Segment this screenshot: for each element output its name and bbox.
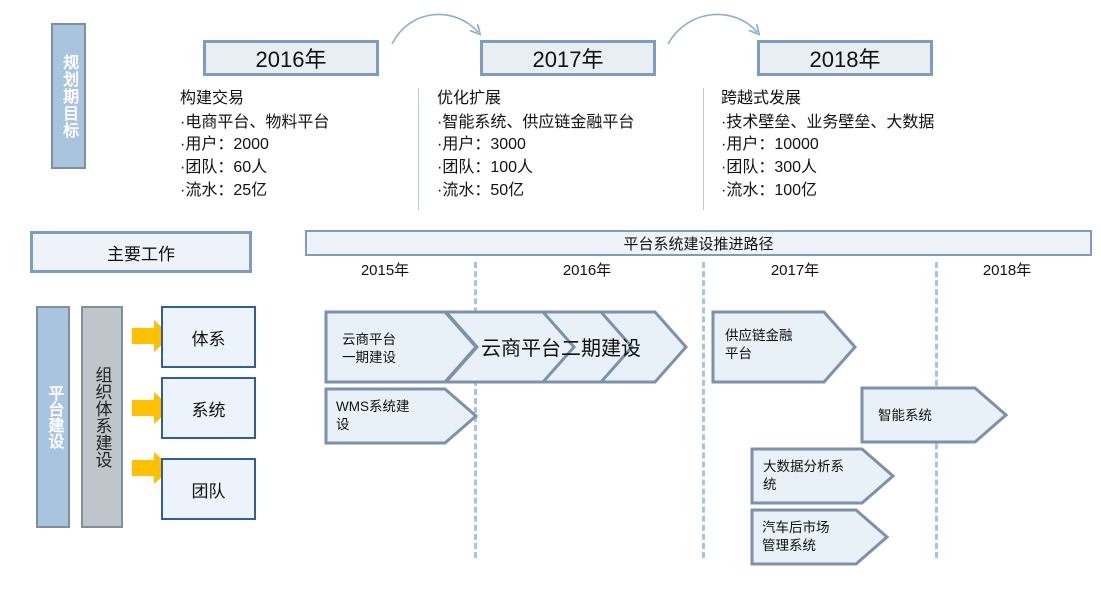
goal-bullet: ·流水：25亿 xyxy=(180,181,268,199)
roadmap-item-yunshang-2[interactable]: 云商平台二期建设 xyxy=(442,310,689,384)
chevron-label-line2: 统 xyxy=(763,477,777,492)
chevron-label-line2: 设 xyxy=(336,417,350,432)
goal-bullet: ·流水：100亿 xyxy=(721,181,818,199)
year-header-2016: 2016年 xyxy=(203,40,379,76)
chevron-label-line1: 供应链金融 xyxy=(725,327,793,343)
chevron-label-line1: WMS系统建 xyxy=(336,399,410,414)
work-subitem-xitong[interactable]: 系统 xyxy=(161,377,256,439)
year-header-2017: 2017年 xyxy=(480,40,656,76)
roadmap-item-aftermarket[interactable]: 汽车后市场 管理系统 xyxy=(750,508,890,566)
goal-bullet: ·技术壁垒、业务壁垒、大数据 xyxy=(721,113,935,131)
goal-bullet: ·电商平台、物料平台 xyxy=(180,113,330,131)
chevron-label-line2: 管理系统 xyxy=(762,538,816,553)
chevron-label-line1: 云商平台 xyxy=(342,332,396,347)
roadmap-title: 平台系统建设推进路径 xyxy=(305,230,1092,256)
roadmap-item-scf[interactable]: 供应链金融 平台 xyxy=(711,310,858,384)
goal-bullet: ·团队：100人 xyxy=(437,159,534,177)
goal-bullet: ·用户：10000 xyxy=(721,136,819,154)
roadmap-tick-2016: 2016年 xyxy=(562,262,612,279)
work-subitem-tixi[interactable]: 体系 xyxy=(161,306,256,368)
roadmap-item-bigdata[interactable]: 大数据分析系 统 xyxy=(750,447,896,505)
chevron-label: 智能系统 xyxy=(878,408,932,423)
main-work-title: 主要工作 xyxy=(30,231,252,273)
goal-bullet: ·团队：300人 xyxy=(721,159,818,177)
goal-bullet: ·团队：60人 xyxy=(180,159,268,177)
planning-goal-tag: 规划期目标 xyxy=(51,23,86,169)
roadmap-item-wms[interactable]: WMS系统建 设 xyxy=(324,387,479,445)
goal-column-2018: 跨越式发展 ·技术壁垒、业务壁垒、大数据 ·用户：10000 ·团队：300人 … xyxy=(721,88,934,203)
chevron-label-line1: 汽车后市场 xyxy=(762,519,830,535)
goal-bullet: ·用户：3000 xyxy=(437,136,526,154)
chevron-label-line1: 大数据分析系 xyxy=(763,459,844,474)
goal-heading: 跨越式发展 xyxy=(721,90,802,107)
goal-bullet: ·流水：50亿 xyxy=(437,181,525,199)
roadmap-item-yunshang-1[interactable]: 云商平台 一期建设 xyxy=(324,310,479,384)
roadmap-tick-2018: 2018年 xyxy=(982,262,1032,279)
roadmap-tick-2017: 2017年 xyxy=(770,262,820,279)
platform-construction-bar: 平台建设 xyxy=(36,306,70,528)
year-header-2018: 2018年 xyxy=(757,40,933,76)
roadmap-tick-2015: 2015年 xyxy=(360,262,410,279)
goal-bullet: ·智能系统、供应链金融平台 xyxy=(437,113,635,131)
year-connector-arrows xyxy=(391,13,1101,45)
goal-heading: 构建交易 xyxy=(180,90,245,107)
goal-heading: 优化扩展 xyxy=(437,90,502,107)
chevron-label-line2: 平台 xyxy=(725,346,752,361)
org-system-construction-bar: 组织体系建设 xyxy=(81,306,123,528)
goal-bullet: ·用户：2000 xyxy=(180,136,269,154)
timeline-divider-2 xyxy=(702,262,705,558)
work-subitem-tuandui[interactable]: 团队 xyxy=(161,458,256,520)
chevron-label-line2: 一期建设 xyxy=(342,350,396,365)
goal-column-2016: 构建交易 ·电商平台、物料平台 ·用户：2000 ·团队：60人 ·流水：25亿 xyxy=(180,88,329,203)
goal-column-divider xyxy=(703,88,704,210)
chevron-label: 云商平台二期建设 xyxy=(481,337,641,360)
goal-column-2017: 优化扩展 ·智能系统、供应链金融平台 ·用户：3000 ·团队：100人 ·流水… xyxy=(437,88,634,203)
goal-column-divider xyxy=(418,88,419,210)
roadmap-item-smart[interactable]: 智能系统 xyxy=(860,386,1009,444)
timeline-divider-1 xyxy=(474,262,477,558)
